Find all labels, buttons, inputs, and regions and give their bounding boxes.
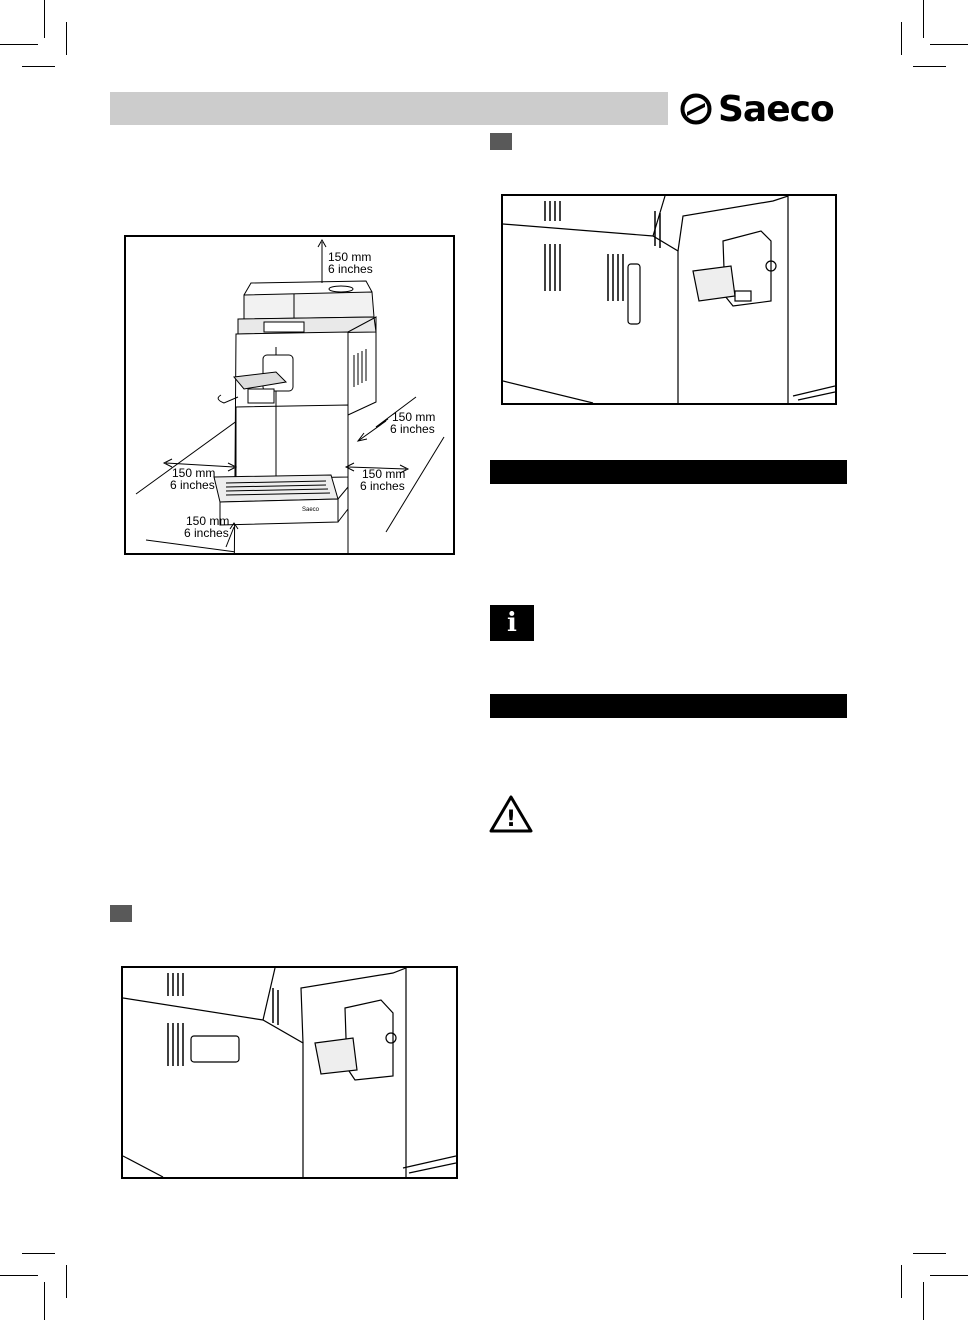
right-clearance-mm: 150 mm	[362, 467, 405, 481]
brand-logo: Saeco	[680, 86, 850, 132]
panel-brand-label: Saeco	[302, 507, 320, 513]
rear-clearance-inches: 6 inches	[390, 422, 435, 436]
front-clearance-inches: 6 inches	[184, 526, 229, 540]
saeco-s-icon	[680, 93, 712, 125]
top-clearance-mm: 150 mm	[328, 250, 371, 264]
right-clearance-inches: 6 inches	[360, 479, 405, 493]
front-clearance-mm: 150 mm	[186, 514, 229, 528]
left-clearance-inches: 6 inches	[170, 478, 215, 492]
left-clearance-mm: 150 mm	[172, 466, 215, 480]
dispenser-closeup-figure-a	[501, 194, 837, 405]
section-heading-bar	[490, 694, 847, 718]
rear-clearance-mm: 150 mm	[392, 410, 435, 424]
warning-icon: !	[488, 794, 534, 834]
info-glyph: i	[507, 608, 517, 638]
section-heading-bar	[490, 460, 847, 484]
top-clearance-inches: 6 inches	[328, 262, 373, 276]
brand-name: Saeco	[718, 88, 835, 130]
step-marker	[490, 133, 512, 150]
step-marker	[110, 905, 132, 922]
installation-clearance-figure: Saeco 150 mm 6 inches 150 mm 6 inches 15…	[124, 235, 455, 555]
header-bar	[110, 92, 668, 125]
warning-glyph: !	[506, 807, 516, 832]
dispenser-closeup-figure-b	[121, 966, 458, 1179]
info-icon: i	[490, 605, 534, 641]
